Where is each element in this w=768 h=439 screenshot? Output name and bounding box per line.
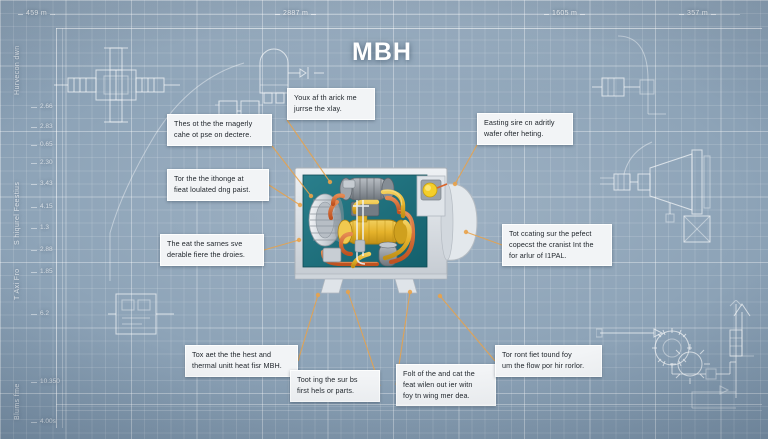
callout-line: for arlur of I1PAL. — [509, 250, 567, 260]
schematic-panel-lower-left — [108, 288, 178, 340]
schematic-pipe-run-top-right — [612, 32, 732, 122]
callout-upper-left: Thes ot the the rnagerly cahe ot pse on … — [167, 114, 272, 146]
callout-upper-right: Easting sire cn adritly wafer ofter heti… — [477, 113, 573, 145]
frame-bottom-inner — [56, 410, 762, 411]
callout-top-center: Youx af th arick me jurrse the xlay. — [287, 88, 375, 120]
callout-line: cahe ot pse on dectere. — [174, 129, 252, 139]
axis-tick-label: 4.15 — [31, 203, 53, 210]
axis-tick-label: 10.350 — [31, 378, 60, 385]
axis-tick-label: 1.3 — [30, 224, 50, 231]
callout-line: foy tn wing mer dea. — [403, 390, 470, 400]
dimension-label: 2887 m — [274, 10, 317, 17]
frame-left — [56, 28, 57, 428]
callout-line: Toot ing the sur bs — [297, 375, 358, 384]
frame-left-inner — [62, 28, 63, 428]
axis-vertical-label: Hurvecon dwn — [14, 45, 21, 95]
schematic-gear-pump-bottom-right — [596, 300, 768, 420]
callout-line: Easting sire cn adritly — [484, 118, 555, 127]
callout-mid-right: Tot ccating sur the pefect copecst the c… — [502, 224, 612, 267]
callout-line: Youx af th arick me — [294, 93, 357, 102]
callout-line: Thes ot the the rnagerly — [174, 119, 253, 128]
leader-line — [297, 294, 319, 362]
schematic-arrow-marker-right — [722, 300, 762, 360]
dimension-label: 1605 m — [543, 10, 586, 17]
axis-tick-label: 3.43 — [31, 180, 53, 187]
callout-line: feat wilen out ier witn — [403, 379, 473, 389]
callout-line: The eat the sarnes sve — [167, 239, 243, 248]
callout-mid-left-lower: The eat the sarnes sve derable fiere the… — [160, 234, 264, 266]
callout-line: um the flow por hir rorlor. — [502, 360, 585, 370]
callout-line: Tor the the ithonge at — [174, 174, 244, 183]
dimension-label: 459 m — [18, 10, 55, 17]
schematic-hopper-cone-right — [600, 140, 740, 250]
frame-top — [56, 28, 762, 29]
axis-vertical-label: T Axi Fro — [14, 268, 21, 300]
axis-tick-label: 4.00s — [31, 418, 56, 425]
callout-line: first hels or parts. — [297, 385, 355, 395]
dimension-label: 357 m — [679, 10, 716, 17]
callout-line: jurrse the xlay. — [294, 103, 342, 113]
schematic-sun-wheel-bottom-right — [660, 334, 720, 394]
callout-bottom-left: Tox aet the the hest and thermal unitt h… — [185, 345, 298, 377]
callout-line: thermal unitt heat fisr MBH. — [192, 360, 282, 370]
callout-line: Tot ccating sur the pefect — [509, 229, 592, 238]
axis-tick-label: 2.88 — [31, 246, 53, 253]
axis-tick-label: 0.65 — [31, 141, 53, 148]
top-dimension-ruler: 459 m 2887 m 1605 m 357 m — [0, 0, 768, 30]
schematic-instrument-right-upper — [592, 68, 662, 110]
mbh-unit-illustration — [294, 167, 478, 294]
callout-bottom-right: Tor ront fiet tound foy um the flow por … — [495, 345, 602, 377]
frame-bottom — [56, 404, 762, 405]
axis-vertical-label: Blums fme — [14, 383, 21, 420]
callout-line: Folt of the and cat the — [403, 369, 475, 378]
callout-line: copecst the cranist Int the — [509, 239, 594, 249]
callout-line: derable fiere the droies. — [167, 249, 246, 259]
callout-bottom-center-left: Toot ing the sur bs first hels or parts. — [290, 370, 380, 402]
axis-tick-label: 2.30 — [31, 159, 53, 166]
schematic-valve-cross-left — [52, 40, 182, 130]
callout-line: Tor ront fiet tound foy — [502, 350, 572, 359]
axis-tick-label: 2.83 — [31, 123, 53, 130]
callout-line: Tox aet the the hest and — [192, 350, 272, 359]
axis-tick-label: 2.66 — [31, 103, 53, 110]
page-title: MBH — [352, 38, 412, 66]
axis-tick-label: 6.2 — [30, 310, 50, 317]
leader-line — [439, 295, 496, 362]
callout-line: wafer ofter heting. — [484, 128, 544, 138]
callout-bottom-center-right: Folt of the and cat the feat wilen out i… — [396, 364, 496, 407]
axis-vertical-label: S hiqurel Feestius — [14, 181, 21, 245]
axis-tick-label: 1.85 — [31, 268, 53, 275]
callout-mid-left-upper: Tor the the ithonge at fieat loulated dn… — [167, 169, 269, 201]
callout-line: fieat loulated dng paist. — [174, 184, 251, 194]
